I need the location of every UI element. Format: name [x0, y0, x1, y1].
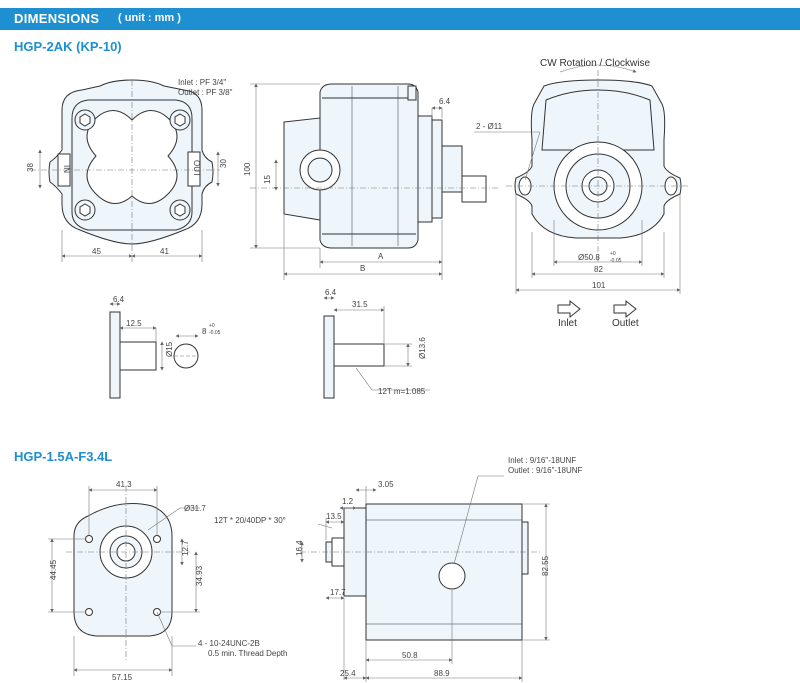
dim-phi50-8: Ø50.8 — [578, 253, 600, 262]
dim-101: 101 — [592, 281, 606, 290]
dim-25-4: 25.4 — [340, 669, 356, 678]
dim-57-15: 57.15 — [112, 673, 133, 682]
dim-82-55: 82.55 — [541, 555, 550, 576]
dim-45: 45 — [92, 247, 101, 256]
dim-41-3: 41.3 — [116, 480, 132, 489]
mounting-holes: 4 - 10-24UNC-2B — [198, 639, 260, 648]
spline-shaft-detail — [323, 315, 385, 399]
keyed-shaft-dims — [109, 302, 199, 371]
key-dim-8: 8 — [202, 327, 207, 336]
model1-front-view — [48, 79, 214, 245]
dim-17-7: 17.7 — [330, 588, 346, 597]
in-port-label: IN — [62, 165, 71, 173]
dim-12-7: 12.7 — [181, 540, 190, 556]
model1-front-dims — [30, 80, 220, 262]
dim-1-2: 1.2 — [342, 497, 354, 506]
key-dim-12-5: 12.5 — [126, 319, 142, 328]
keyed-shaft-detail — [109, 311, 199, 399]
model2-outlet-spec: Outlet : 9/16"-18UNF — [508, 466, 583, 475]
dim-13-5: 13.5 — [326, 512, 342, 521]
thread-depth: 0.5 min. Thread Depth — [208, 649, 287, 658]
model1-title: HGP-2AK (KP-10) — [14, 39, 122, 54]
dim-44-45: 44.45 — [49, 559, 58, 580]
key-dim-8-tol-top: +0 — [209, 323, 215, 329]
spline-dim-6-4: 6.4 — [325, 288, 337, 297]
model2-front-dims — [48, 486, 200, 676]
model1-side-dims — [250, 83, 500, 280]
spline-dim-31-5: 31.5 — [352, 300, 368, 309]
dim-6-4-top: 6.4 — [439, 97, 451, 106]
flow-outlet-label: Outlet — [612, 318, 639, 329]
header-unit: ( unit : mm ) — [118, 12, 181, 24]
dim-2-phi11: 2 - Ø11 — [476, 122, 503, 131]
dim-16-4: 16.4 — [295, 540, 304, 556]
dim-phi50-8-tol-top: +0 — [610, 251, 616, 257]
key-dim-6-4: 6.4 — [113, 295, 125, 304]
model2-title: HGP-1.5A-F3.4L — [14, 449, 113, 464]
dim-phi50-8-tol-bot: -0.05 — [610, 258, 622, 264]
model2-side-view — [325, 503, 529, 641]
flow-inlet-arrow-icon — [557, 299, 581, 319]
dim-82: 82 — [594, 265, 603, 274]
dim-41: 41 — [160, 247, 169, 256]
dim-38: 38 — [26, 163, 35, 172]
dim-15: 15 — [263, 175, 272, 184]
rotation-label: CW Rotation / Clockwise — [540, 58, 650, 69]
key-dim-phi15: Ø15 — [165, 341, 174, 357]
dim-phi31-7: Ø31.7 — [184, 504, 206, 513]
out-port-label: OUT — [192, 160, 201, 177]
spline-dim-phi13-6: Ø13.6 — [418, 337, 427, 359]
header-title: DIMENSIONS — [14, 11, 100, 26]
dim-a: A — [378, 252, 384, 261]
model1-side-view — [283, 83, 487, 249]
flow-inlet-label: Inlet — [558, 318, 577, 329]
spline-teeth: 12T m=1.085 — [378, 387, 426, 396]
key-dim-8-tol-bot: -0.05 — [209, 330, 221, 336]
spline-spec: 12T * 20/40DP * 30° — [214, 516, 286, 525]
dim-30: 30 — [219, 159, 228, 168]
outlet-spec: Outlet : PF 3/8" — [178, 88, 233, 97]
flow-outlet-arrow-icon — [613, 299, 637, 319]
model2-inlet-spec: Inlet : 9/16"-18UNF — [508, 456, 576, 465]
dim-b: B — [360, 264, 365, 273]
dim-88-9: 88.9 — [434, 669, 450, 678]
dim-34-93: 34.93 — [195, 565, 204, 586]
dim-3-05: 3.05 — [378, 480, 394, 489]
header-bar: DIMENSIONS ( unit : mm ) — [0, 8, 800, 30]
model2-side-dims — [300, 475, 550, 682]
model1-rear-dims — [474, 64, 690, 294]
dim-50-8: 50.8 — [402, 651, 418, 660]
inlet-spec: Inlet : PF 3/4" — [178, 78, 226, 87]
spline-shaft-dims — [323, 296, 430, 391]
dim-100: 100 — [243, 162, 252, 176]
